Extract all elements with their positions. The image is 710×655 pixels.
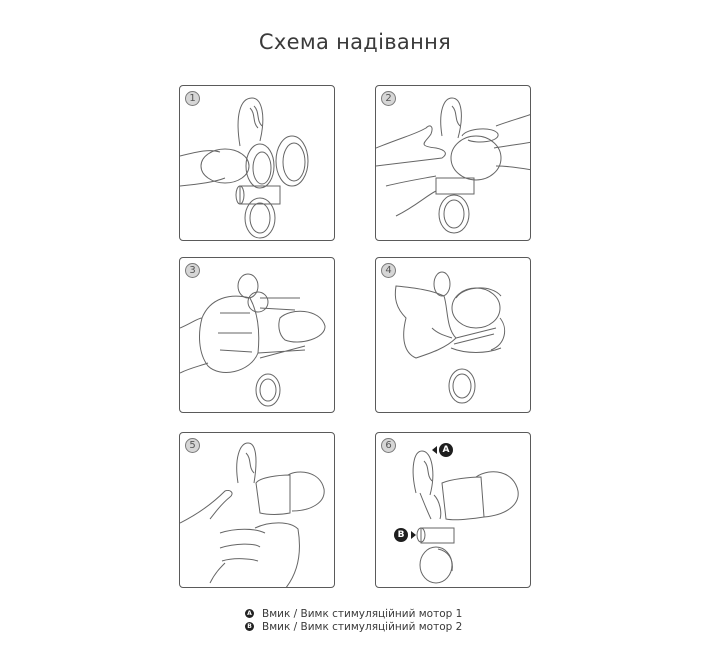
marker-a-pointer bbox=[432, 446, 437, 454]
step-number-badge: 6 bbox=[381, 438, 396, 453]
step-number-badge: 5 bbox=[185, 438, 200, 453]
step-panel-2: 2 bbox=[375, 85, 531, 241]
illustration-ring-in-place bbox=[412, 450, 519, 584]
step-panel-3: 3 bbox=[179, 257, 335, 413]
step-panel-1: 1 bbox=[179, 85, 335, 241]
legend: A Вмик / Вимк стимуляційний мотор 1 B Вм… bbox=[245, 607, 462, 633]
illustration-fist-with-ring bbox=[180, 273, 326, 407]
page-title: Схема надівання bbox=[258, 30, 452, 54]
illustration-ring-on-hand bbox=[180, 97, 309, 239]
legend-text-a: Вмик / Вимк стимуляційний мотор 1 bbox=[262, 607, 463, 620]
legend-item-a: A Вмик / Вимк стимуляційний мотор 1 bbox=[245, 607, 462, 620]
step-panel-5: 5 bbox=[179, 432, 335, 588]
marker-b-badge: B bbox=[394, 528, 408, 542]
legend-item-b: B Вмик / Вимк стимуляційний мотор 2 bbox=[245, 620, 462, 633]
legend-badge-a: A bbox=[245, 609, 254, 618]
step-number-badge: 4 bbox=[381, 263, 396, 278]
step-panel-4: 4 bbox=[375, 257, 531, 413]
marker-a-badge: A bbox=[439, 443, 453, 457]
marker-b-pointer bbox=[411, 531, 416, 539]
step-number-badge: 1 bbox=[185, 91, 200, 106]
illustration-positioning-ring bbox=[180, 442, 325, 587]
legend-badge-b: B bbox=[245, 622, 254, 631]
step-number-badge: 3 bbox=[185, 263, 200, 278]
step-panel-6: 6 A B bbox=[375, 432, 531, 588]
illustration-stretching-ring bbox=[376, 97, 530, 234]
step-number-badge: 2 bbox=[381, 91, 396, 106]
illustration-sliding-ring bbox=[394, 271, 506, 404]
legend-text-b: Вмик / Вимк стимуляційний мотор 2 bbox=[262, 620, 463, 633]
